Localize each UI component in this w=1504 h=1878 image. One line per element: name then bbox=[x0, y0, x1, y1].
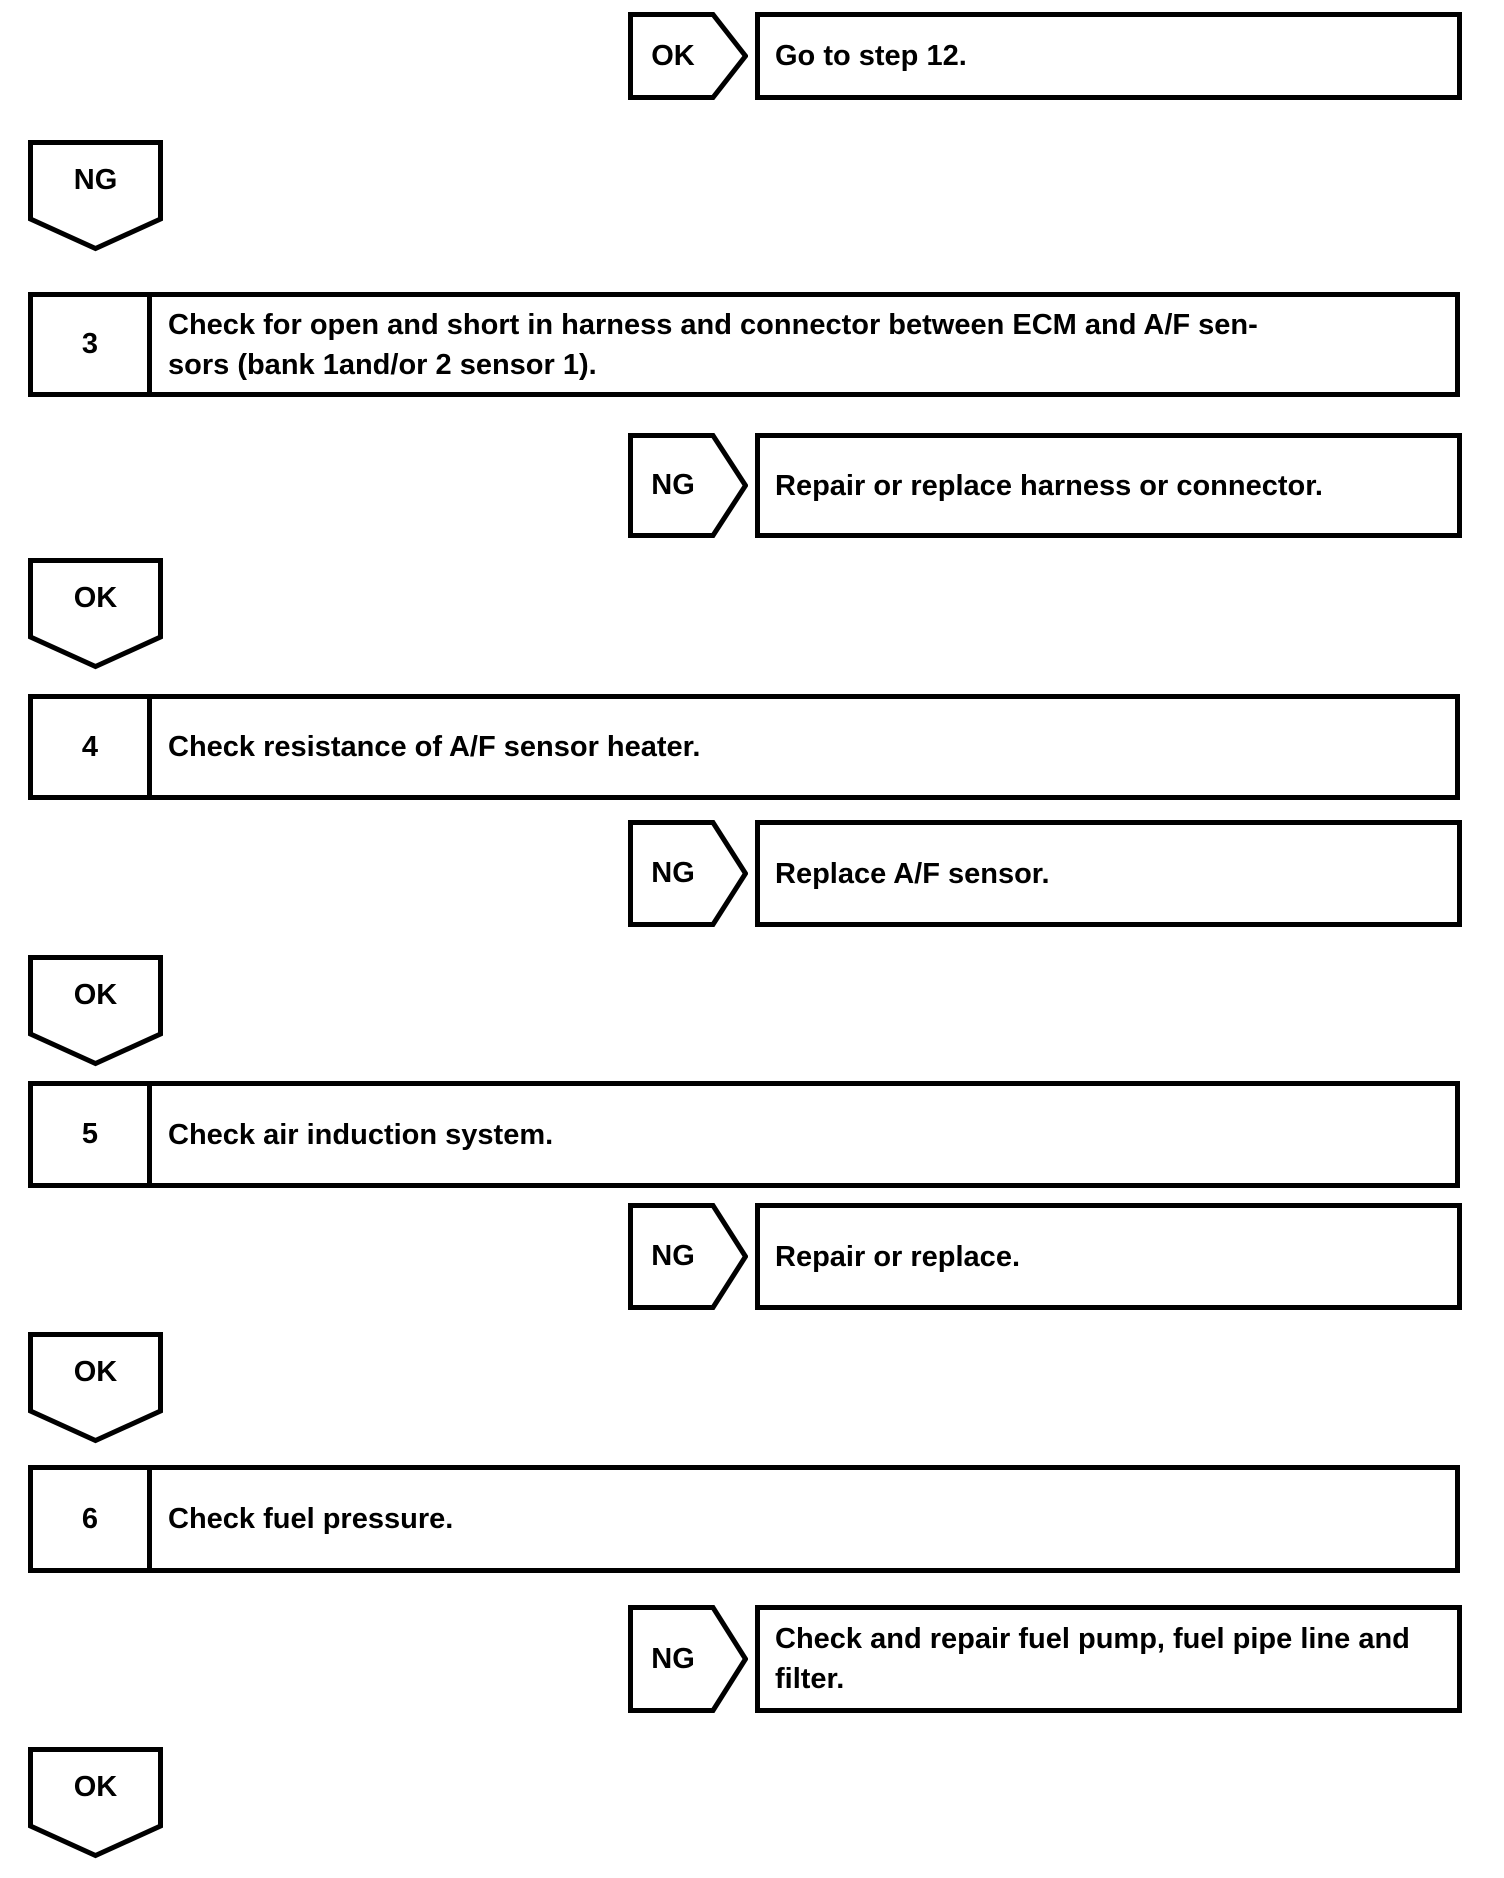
verdict-arrow-ng-4: NG bbox=[628, 1605, 748, 1713]
pentagon-arrow-shape bbox=[628, 433, 748, 538]
step-description-line-1: Check for open and short in harness and … bbox=[168, 308, 1258, 341]
step-box-4: 4 Check resistance of A/F sensor heater. bbox=[28, 694, 1460, 800]
result-box-4: Repair or replace. bbox=[755, 1203, 1462, 1310]
verdict-arrow-ng-3: NG bbox=[628, 1203, 748, 1310]
result-text: Repair or replace harness or connector. bbox=[775, 469, 1323, 502]
result-text: Repair or replace. bbox=[775, 1240, 1020, 1273]
step-box-3: 3 Check for open and short in harness an… bbox=[28, 292, 1460, 397]
flow-verdict-label: OK bbox=[73, 1355, 118, 1388]
step-description: Check fuel pressure. bbox=[152, 1470, 1455, 1568]
verdict-label: NG bbox=[651, 857, 695, 889]
flow-ok-pentagon-4: OK bbox=[28, 1747, 163, 1859]
pentagon-arrow-shape bbox=[628, 820, 748, 927]
step-description-line-2: sors (bank 1and/or 2 sensor 1). bbox=[168, 348, 597, 381]
step-description: Check air induction system. bbox=[152, 1086, 1455, 1183]
flow-verdict-label: OK bbox=[73, 581, 118, 614]
flow-ok-pentagon-3: OK bbox=[28, 1332, 163, 1444]
flow-ok-pentagon-1: OK bbox=[28, 558, 163, 670]
step-description-line-1: Check fuel pressure. bbox=[168, 1503, 454, 1535]
flow-verdict-label: OK bbox=[73, 1770, 118, 1803]
verdict-arrow-ng-1: NG bbox=[628, 433, 748, 538]
pentagon-down-shape bbox=[28, 955, 163, 1067]
pentagon-arrow-shape bbox=[628, 1605, 748, 1713]
pentagon-arrow-shape bbox=[628, 12, 748, 100]
result-box-1: Go to step 12. bbox=[755, 12, 1462, 100]
verdict-label: NG bbox=[651, 1240, 695, 1272]
pentagon-down-shape bbox=[28, 1332, 163, 1444]
step-number: 6 bbox=[33, 1470, 152, 1568]
pentagon-down-shape bbox=[28, 558, 163, 670]
step-description: Check resistance of A/F sensor heater. bbox=[152, 699, 1455, 795]
result-box-5: Check and repair fuel pump, fuel pipe li… bbox=[755, 1605, 1462, 1713]
verdict-arrow-ng-2: NG bbox=[628, 820, 748, 927]
step-number: 3 bbox=[33, 297, 152, 392]
verdict-label: OK bbox=[651, 39, 695, 72]
result-text-line-1: Check and repair fuel pump, fuel pipe li… bbox=[775, 1623, 1410, 1655]
result-text-line-2: filter. bbox=[775, 1663, 845, 1695]
flow-verdict-label: OK bbox=[73, 978, 118, 1011]
step-number: 4 bbox=[33, 699, 152, 795]
pentagon-arrow-shape bbox=[628, 1203, 748, 1310]
flow-ok-pentagon-2: OK bbox=[28, 955, 163, 1067]
result-text: Go to step 12. bbox=[775, 40, 967, 72]
verdict-label: NG bbox=[651, 469, 695, 501]
flow-verdict-label: NG bbox=[73, 163, 118, 196]
result-box-3: Replace A/F sensor. bbox=[755, 820, 1462, 927]
verdict-label: NG bbox=[651, 1642, 695, 1675]
result-text: Replace A/F sensor. bbox=[775, 857, 1050, 890]
flow-ng-pentagon-1: NG bbox=[28, 140, 163, 252]
step-box-6: 6 Check fuel pressure. bbox=[28, 1465, 1460, 1573]
step-box-5: 5 Check air induction system. bbox=[28, 1081, 1460, 1188]
verdict-arrow-ok-1: OK bbox=[628, 12, 748, 100]
step-number: 5 bbox=[33, 1086, 152, 1183]
step-description-line-1: Check resistance of A/F sensor heater. bbox=[168, 731, 701, 763]
step-description-line-1: Check air induction system. bbox=[168, 1118, 554, 1151]
step-description: Check for open and short in harness and … bbox=[152, 297, 1455, 392]
pentagon-down-shape bbox=[28, 1747, 163, 1859]
pentagon-down-shape bbox=[28, 140, 163, 252]
result-box-2: Repair or replace harness or connector. bbox=[755, 433, 1462, 538]
